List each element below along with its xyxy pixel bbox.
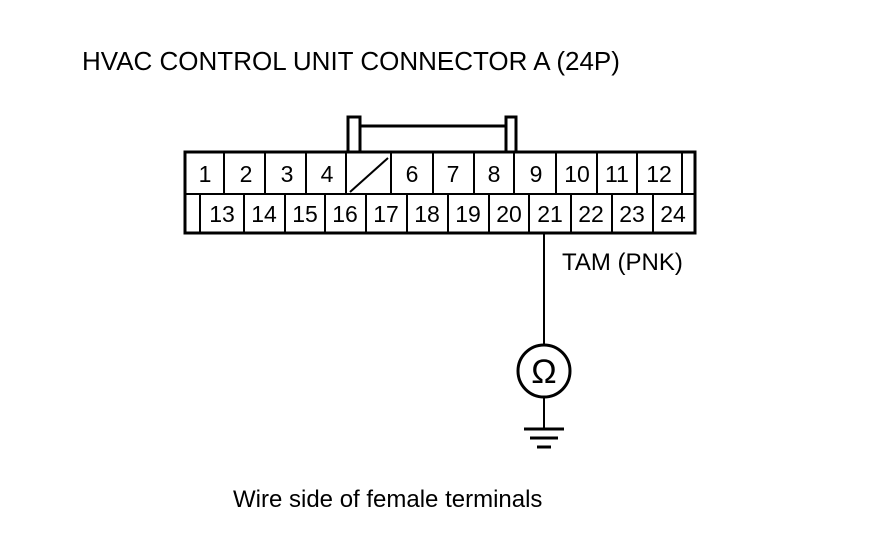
connector-body [183,115,697,235]
pin-number: 19 [455,201,481,227]
ohm-symbol: Ω [531,353,556,391]
pin-number: 16 [332,201,358,227]
pin-number: 8 [488,161,501,187]
empty-cavity-slash [349,157,389,193]
pin-number: 24 [660,201,686,227]
pin-number: 18 [414,201,440,227]
pin-number: 1 [199,161,212,187]
pin-number: 11 [605,161,629,187]
bottom-row-pins: 13 14 15 16 17 18 19 20 21 22 23 24 [209,201,686,227]
pin-number: 14 [251,201,277,227]
pin-number: 13 [209,201,235,227]
pin-number: 3 [281,161,294,187]
pin-number: 6 [406,161,419,187]
pin-number: 2 [240,161,253,187]
pin-number: 12 [646,161,672,187]
diagram-title: HVAC CONTROL UNIT CONNECTOR A (24P) [82,46,620,76]
pin-number: 15 [292,201,318,227]
pin-number: 10 [564,161,590,187]
pin-number: 17 [373,201,399,227]
pin-number: 23 [619,201,645,227]
wire-label: TAM (PNK) [562,249,683,276]
diagram-caption: Wire side of female terminals [233,486,542,513]
pin-number: 21 [537,201,563,227]
pin-number: 20 [496,201,522,227]
ground-icon [524,427,564,449]
pin-number: 4 [321,161,334,187]
pin-number: 22 [578,201,604,227]
pin-number: 7 [447,161,460,187]
ohmmeter-icon: Ω [516,343,572,399]
pin-number: 9 [530,161,543,187]
top-row-pins: 1 2 3 4 6 7 8 9 10 11 12 [199,161,672,187]
